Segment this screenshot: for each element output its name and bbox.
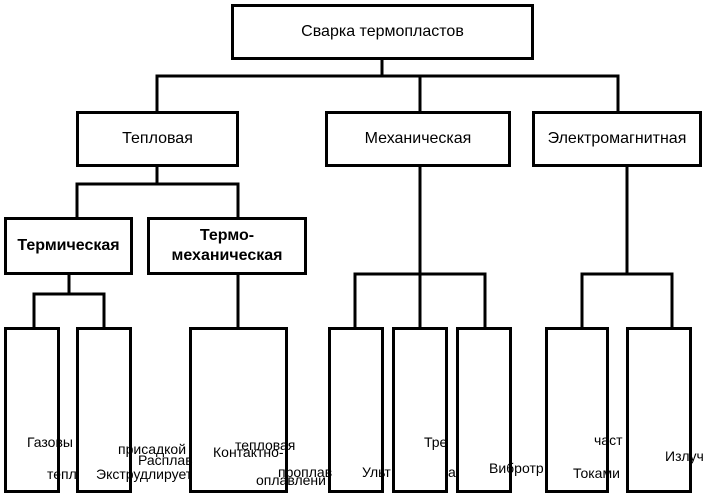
leaf-contact-text-4: оплавлени (256, 472, 326, 488)
node-thermomechanical: Термо- механическая (147, 217, 307, 275)
leaf-vibro-text: Вибротр (489, 460, 544, 476)
connector-electromagnetic (580, 165, 674, 330)
node-mechanical-label: Механическая (364, 130, 472, 147)
leaf-hf-text-1: част (594, 432, 623, 448)
root-node: Сварка термопластов (231, 4, 534, 60)
node-thermic: Термическая (4, 217, 133, 275)
leaf-hf-text-2: Токами (573, 465, 620, 481)
leaf-ultrasonic (328, 327, 384, 493)
leaf-contact (189, 327, 288, 493)
connector-thermal (75, 165, 240, 220)
leaf-extrusion-text-1: присадкой (118, 441, 187, 457)
leaf-friction-text-1: Тре (424, 434, 448, 450)
leaf-radiation (626, 327, 692, 493)
leaf-extrusion-text-2: Расплав (138, 452, 193, 468)
leaf-extrusion-text-3: Экструд (96, 466, 149, 482)
connector-mechanical (353, 165, 487, 330)
leaf-extrusion-text-4: лирует (148, 466, 193, 482)
leaf-gas (4, 327, 60, 493)
leaf-radiation-text: Излуч (665, 448, 704, 464)
leaf-gas-text-2: тепл (47, 466, 77, 482)
leaf-contact-text-3: проплав (278, 464, 333, 480)
leaf-contact-text-1: тепловая (235, 437, 296, 453)
leaf-vibro (456, 327, 512, 493)
node-mechanical: Механическая (325, 111, 511, 167)
leaf-extrusion (76, 327, 132, 493)
node-thermomech-line1: Термо- (199, 227, 255, 244)
node-thermal-label: Тепловая (122, 130, 193, 147)
root-label: Сварка термопластов (301, 23, 464, 40)
node-electromagnetic: Электромагнитная (532, 111, 702, 167)
node-thermic-label: Термическая (17, 237, 120, 254)
leaf-friction-text-2: а (448, 464, 456, 480)
node-electromagnetic-label: Электромагнитная (547, 130, 687, 147)
leaf-gas-text-1: Газовы (27, 434, 73, 450)
node-thermal: Тепловая (76, 111, 239, 167)
leaf-ultrasonic-text: Ульт (362, 464, 391, 480)
connector-root (155, 57, 620, 114)
leaf-contact-text-2: Контактно- (213, 444, 284, 460)
node-thermomech-line2: механическая (171, 247, 283, 264)
connector-thermic (32, 273, 106, 330)
leaf-friction (392, 327, 448, 493)
leaf-hf-currents (545, 327, 609, 493)
